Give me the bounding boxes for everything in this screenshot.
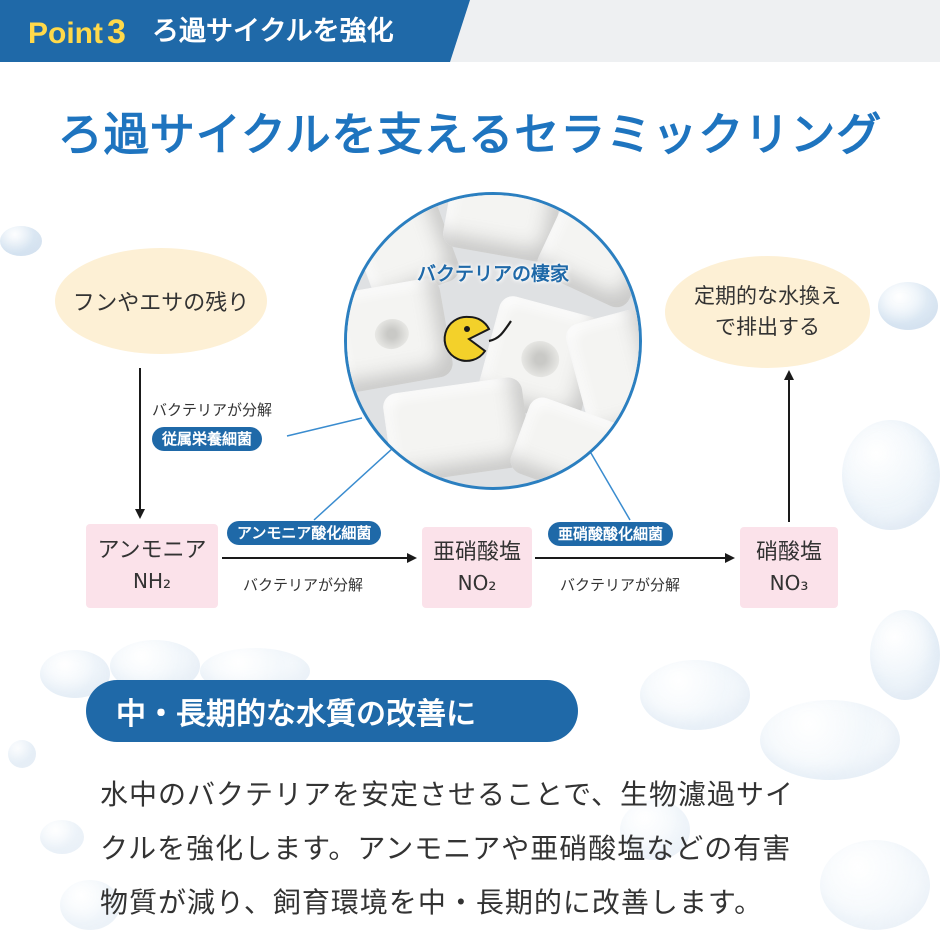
nitrate-name: 硝酸塩 [755,539,822,565]
water-change-oval: 定期的な水換え で排出する [665,256,870,368]
heterotroph-pill: 従属栄養細菌 [152,427,263,451]
description-line: 水中のバクテリアを安定させることで、生物濾過サイ [100,778,795,811]
point-number: 3 [107,13,126,51]
ammonia-name: アンモニア [97,538,207,563]
ammonia-node: アンモニア NH₂ [86,524,218,608]
ceramic-ring [381,375,533,485]
header-title: ろ過サイクルを強化 [152,16,394,47]
ring-hole [517,336,564,382]
bubble-decoration [870,610,940,700]
description-line: クルを強化します。アンモニアや亜硝酸塩などの有害 [100,832,792,865]
nitrite-formula: NO₂ [457,570,497,595]
decomposition-label: バクテリアが分解 [560,576,681,594]
description-line: 物質が減り、飼育環境を中・長期的に改善します。 [100,886,764,919]
bubble-decoration [842,420,940,530]
nitrate-formula: NO₃ [769,570,809,595]
ceramic-ring [347,276,455,394]
page-title: ろ過サイクルを支えるセラミックリング [57,108,883,161]
water-change-line1: 定期的な水換え [694,284,841,308]
water-change-line2: で排出する [715,315,820,339]
point-word: Point [28,17,103,50]
section-banner: 中・長期的な水質の改善に [86,680,578,742]
callout-line-heterotroph [286,417,363,437]
bubble-decoration [40,820,84,854]
bubble-decoration [878,282,938,330]
nitrate-node: 硝酸塩 NO₃ [740,527,838,608]
ceramic-ring-photo: バクテリアの棲家 [344,192,642,490]
bubble-decoration [8,740,36,768]
description-text: 水中のバクテリアを安定させることで、生物濾過サイ クルを強化します。アンモニアや… [100,768,890,930]
bubble-decoration [640,660,750,730]
bacteria-icon [443,315,512,362]
decomposition-label: バクテリアが分解 [152,401,273,419]
section-banner-label: 中・長期的な水質の改善に [116,697,476,732]
ring-hole [372,316,412,352]
nitrite-oxidizing-pill: 亜硝酸酸化細菌 [548,522,674,546]
bacteria-home-label: バクテリアの棲家 [416,263,569,285]
nitrite-name: 亜硝酸塩 [432,539,521,565]
waste-label: フンやエサの残り [72,291,250,316]
decomposition-label: バクテリアが分解 [243,576,364,594]
ammonia-formula: NH₂ [132,569,172,593]
nitrite-node: 亜硝酸塩 NO₂ [422,527,532,608]
bubble-decoration [0,226,42,256]
ammonia-oxidizing-pill: アンモニア酸化細菌 [227,521,382,545]
waste-oval: フンやエサの残り [55,248,267,354]
callout-line-aob [313,447,394,521]
